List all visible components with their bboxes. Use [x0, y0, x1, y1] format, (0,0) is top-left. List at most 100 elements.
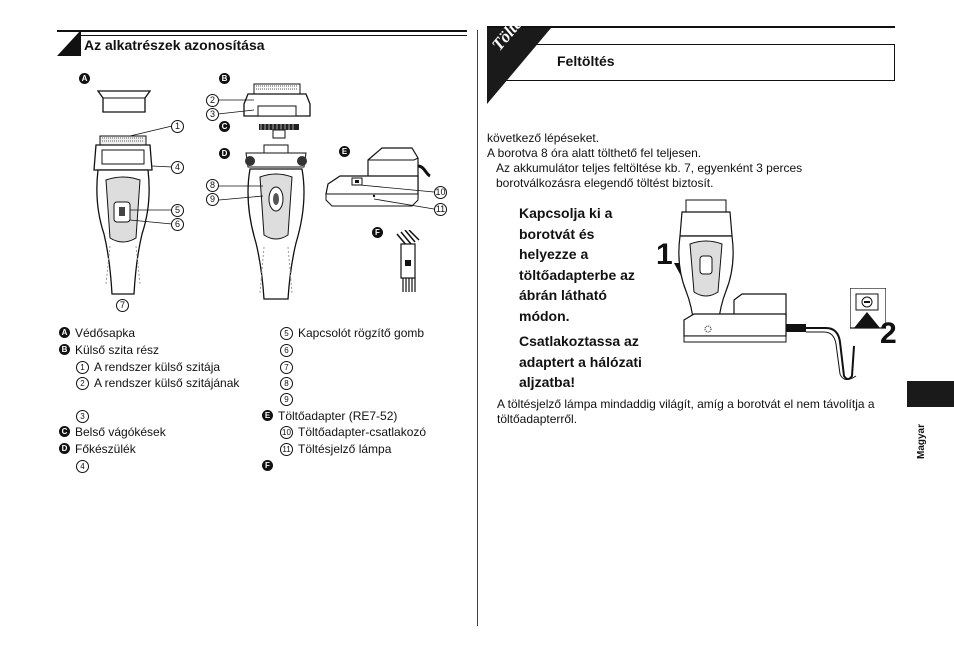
intro-line-4: borotválkozásra elegendő töltést biztosí… [496, 176, 714, 190]
legend-item-5: 5 Kapcsolót rögzítő gomb [280, 325, 424, 341]
step1-text: Kapcsolja ki a borotvát és helyezze a tö… [519, 203, 635, 326]
left-header-rule-thin [80, 35, 467, 36]
legend-num-2: 2 [76, 377, 89, 391]
intro-line-1: következő lépéseket. [487, 131, 600, 145]
legend-item-2: 2 A rendszer külső szitájának [76, 375, 239, 391]
page-divider [477, 30, 478, 626]
callout-6: 6 [171, 218, 184, 231]
figure-badge-b: B [219, 73, 230, 84]
intro-text: következő lépéseket. A borotva 8 óra ala… [487, 131, 802, 191]
shaver-assembled-drawing [93, 135, 153, 295]
left-header-rule [57, 30, 467, 32]
legend-num-11: 11 [280, 443, 293, 457]
legend-item-7: 7 [280, 359, 298, 375]
figure-badge-d: D [219, 148, 230, 159]
step2-line-2: adaptert a hálózati [519, 353, 642, 370]
intro-line-2: A borotva 8 óra alatt tölthető fel telje… [487, 146, 702, 160]
callout-3: 3 [206, 108, 219, 121]
legend-item-10: 10 Töltőadapter-csatlakozó [280, 424, 426, 440]
language-tab [907, 381, 954, 407]
legend-num-5: 5 [280, 327, 293, 341]
legend-num-7: 7 [280, 361, 293, 375]
wall-outlet-icon [850, 288, 886, 329]
legend-text-2: A rendszer külső szitájának [94, 376, 240, 390]
outer-foil-drawing [243, 83, 311, 117]
note-line-2: töltőadapterről. [497, 412, 578, 426]
inner-blade-drawing [259, 124, 299, 139]
legend-item-f: F [262, 458, 278, 474]
legend-item-3: 3 [76, 408, 94, 424]
legend-num-4: 4 [76, 460, 89, 474]
cleaning-brush-drawing [396, 230, 420, 292]
figure-badge-a: A [79, 73, 90, 84]
legend-item-c: C Belső vágókések [59, 424, 166, 440]
legend-text-e: Töltőadapter (RE7-52) [278, 409, 398, 423]
callout-leader-lines-main [129, 125, 173, 225]
figure-badge-e: E [339, 146, 350, 157]
legend-text-10: Töltőadapter-csatlakozó [298, 425, 427, 439]
step1-number: 1 [656, 238, 673, 271]
legend-text-1: A rendszer külső szitája [94, 360, 221, 374]
protective-cap-drawing [96, 90, 152, 113]
legend-num-8: 8 [280, 377, 293, 391]
callout-8: 8 [206, 179, 219, 192]
right-page: Töltés Feltöltés következő lépéseket. A … [478, 0, 954, 671]
legend-text-c: Belső vágókések [75, 425, 166, 439]
callout-7: 7 [116, 299, 129, 312]
legend-badge-c: C [59, 426, 70, 438]
charging-illustration [678, 199, 857, 380]
legend-badge-a: A [59, 327, 70, 339]
section-corner-triangle [57, 30, 81, 56]
step2-text: Csatlakoztassa az adaptert a hálózati al… [519, 331, 642, 393]
callout-leader-lines-b [218, 99, 255, 115]
left-page: Az alkatrészek azonosítása A B 2 3 C [57, 30, 467, 474]
figure-badge-f: F [372, 227, 383, 238]
callout-4: 4 [171, 161, 184, 174]
legend-item-4: 4 [76, 458, 94, 474]
legend-item-9: 9 [280, 391, 298, 407]
figure-badge-c: C [219, 121, 230, 132]
step1-line-4: töltőadapterbe az [519, 266, 635, 283]
callout-10: 10 [434, 186, 447, 199]
callout-leader-lines-d [219, 185, 264, 201]
legend-num-10: 10 [280, 426, 293, 440]
legend-num-6: 6 [280, 344, 293, 358]
legend-text-5: Kapcsolót rögzítő gomb [298, 326, 425, 340]
legend-item-e: E Töltőadapter (RE7-52) [262, 408, 397, 424]
left-section-title: Az alkatrészek azonosítása [84, 37, 265, 53]
note-text: A töltésjelző lámpa mindaddig világít, a… [497, 397, 875, 427]
legend-text-11: Töltésjelző lámpa [298, 442, 392, 456]
intro-line-3: Az akkumulátor teljes feltöltése kb. 7, … [496, 161, 803, 175]
legend-badge-d: D [59, 443, 70, 455]
legend-item-11: 11 Töltésjelző lámpa [280, 441, 391, 457]
main-body-drawing [245, 144, 307, 300]
legend-item-a: A Védősapka [59, 325, 135, 341]
step1-line-2: borotvát és [519, 225, 595, 242]
legend-num-9: 9 [280, 393, 293, 407]
callout-5: 5 [171, 204, 184, 217]
callout-11: 11 [434, 203, 447, 216]
step1-line-3: helyezze a [519, 246, 589, 262]
legend-item-b: B Külső szita rész [59, 342, 159, 358]
legend-badge-f: F [262, 460, 273, 472]
legend-item-8: 8 [280, 375, 298, 391]
legend-text-a: Védősapka [75, 326, 136, 340]
step2-line-1: Csatlakoztassa az [519, 333, 639, 349]
step1-line-5: ábrán látható [519, 287, 607, 303]
legend-badge-b: B [59, 344, 70, 356]
step2-number: 2 [880, 317, 897, 350]
legend-text-d: Főkészülék [75, 442, 136, 456]
legend-badge-e: E [262, 410, 273, 422]
callout-leader-lines-e [360, 184, 435, 210]
legend-item-6: 6 [280, 342, 298, 358]
charging-adapter-drawing [325, 147, 431, 207]
note-line-1: A töltésjelző lámpa mindaddig világít, a… [497, 397, 875, 411]
legend-text-b: Külső szita rész [75, 343, 160, 357]
callout-2: 2 [206, 94, 219, 107]
step1-line-6: módon. [519, 307, 570, 324]
legend-num-3: 3 [76, 410, 89, 424]
legend-item-d: D Főkészülék [59, 441, 136, 457]
right-header-rule [487, 26, 895, 28]
language-tab-label: Magyar [916, 423, 927, 459]
